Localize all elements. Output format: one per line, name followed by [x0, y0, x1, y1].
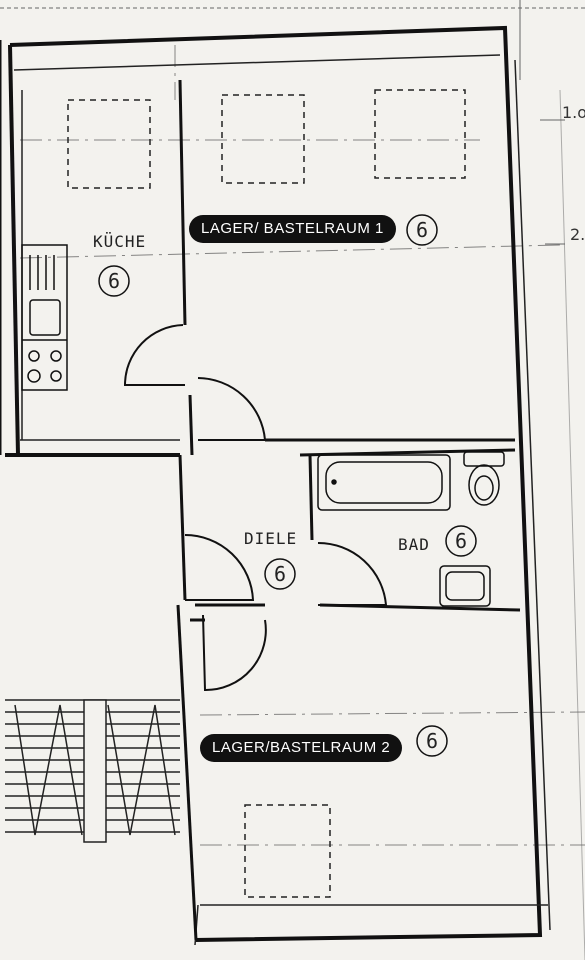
room-number-lager1: 6: [416, 218, 428, 242]
kitchen-fixtures: [21, 244, 68, 391]
room-number-circle-bad: [445, 525, 477, 557]
room-tag-lager2: LAGER/BASTELRAUM 2: [200, 734, 403, 762]
room-label-bad: BAD: [398, 535, 430, 554]
room-number-diele: 6: [274, 562, 286, 586]
staircase: [5, 699, 180, 843]
room-label-kueche: KÜCHE: [93, 232, 146, 251]
room-number-circle-diele: [264, 558, 296, 590]
bath-fixtures: [317, 451, 505, 607]
interior-walls: [176, 79, 521, 941]
room-tag-lager1: LAGER/ BASTELRAUM 1: [189, 215, 396, 243]
room-number-circle-lager1: [406, 214, 438, 246]
margin-mark-1: 1.o: [562, 103, 585, 122]
skylights: [67, 89, 466, 898]
room-number-circle-lager2: [416, 725, 448, 757]
room-number-circle-kueche: [98, 265, 130, 297]
room-number-bad: 6: [455, 529, 467, 553]
room-number-lager2: 6: [426, 729, 438, 753]
margin-mark-2: 2.: [570, 225, 585, 244]
room-number-kueche: 6: [108, 269, 120, 293]
door-swings: [123, 324, 388, 692]
room-label-diele: DIELE: [244, 529, 297, 548]
outer-walls: [0, 25, 543, 942]
construction-lines: [19, 45, 585, 846]
